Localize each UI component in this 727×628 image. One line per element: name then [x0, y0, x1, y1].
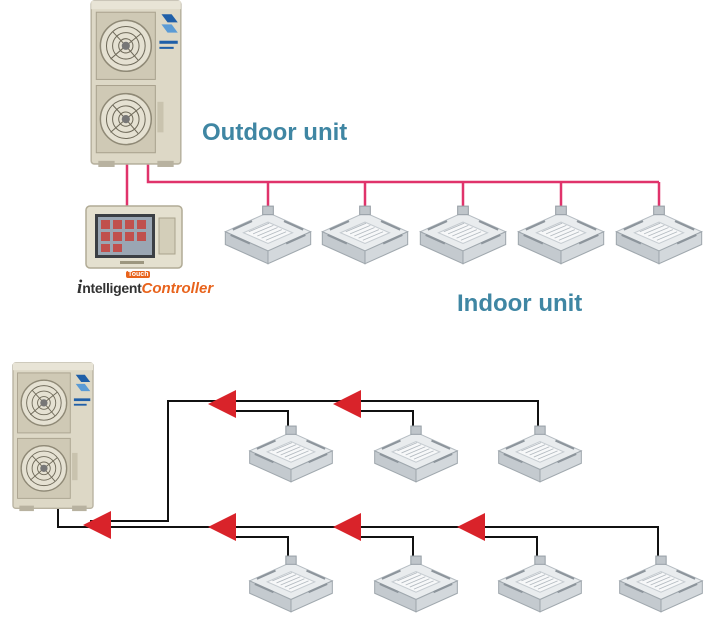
logo-initial: i — [77, 277, 83, 298]
indoor-unit-bottom-4 — [248, 554, 334, 613]
indoor-unit-top-4 — [517, 205, 605, 265]
indoor-unit-bottom-1 — [248, 425, 334, 483]
refnet-joint-4 — [208, 513, 236, 541]
logo-suffix: Controller — [141, 280, 214, 297]
indoor-unit-top-3 — [419, 205, 507, 265]
indoor-unit-bottom-2 — [373, 425, 459, 483]
bottom-piping — [57, 400, 659, 560]
indoor-unit-top-5 — [615, 205, 703, 265]
indoor-unit-bottom-7 — [618, 554, 704, 613]
indoor-unit-bottom-6 — [497, 554, 583, 613]
indoor-unit-top-1 — [224, 205, 312, 265]
touch-controller — [85, 205, 183, 269]
logo-badge: Touch — [126, 271, 151, 278]
refnet-joint-2 — [208, 390, 236, 418]
indoor-unit-label: Indoor unit — [457, 290, 583, 317]
refnet-joint-6 — [457, 513, 485, 541]
indoor-unit-top-2 — [321, 205, 409, 265]
outdoor-unit-bottom — [12, 362, 94, 512]
indoor-unit-bottom-3 — [497, 425, 583, 483]
refnet-joint-1 — [83, 511, 111, 539]
indoor-unit-bottom-5 — [373, 554, 459, 613]
outdoor-unit-label: Outdoor unit — [202, 119, 348, 146]
refnet-joint-3 — [333, 390, 361, 418]
refnet-joint-5 — [333, 513, 361, 541]
outdoor-unit-top — [90, 0, 182, 168]
logo-word: ntelligent — [82, 280, 142, 296]
top-piping — [125, 160, 661, 212]
